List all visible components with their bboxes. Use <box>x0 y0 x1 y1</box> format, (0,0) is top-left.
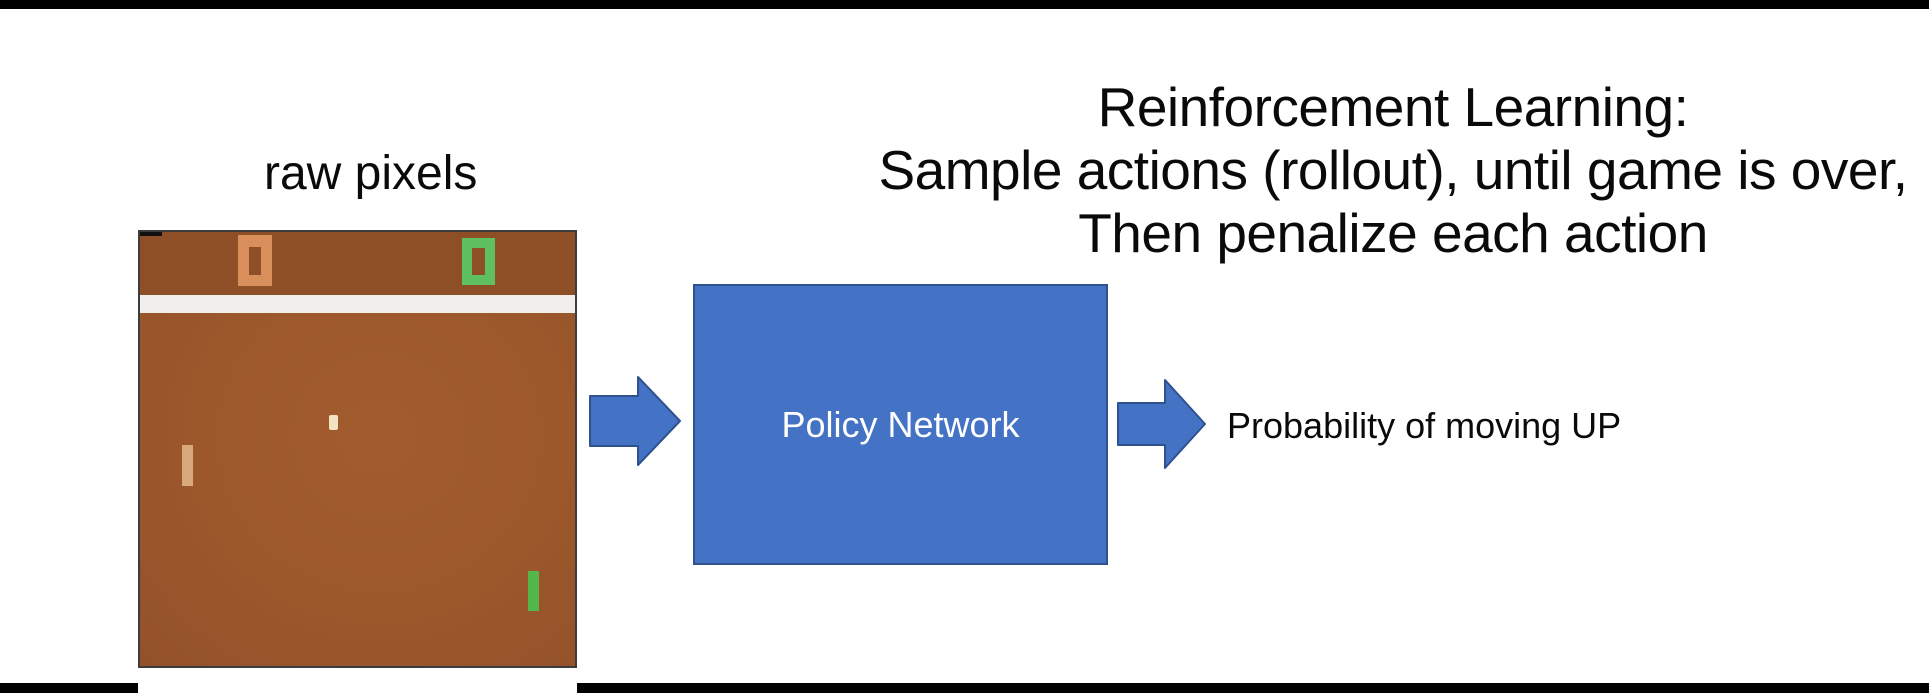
output-arrow-icon <box>1117 378 1207 475</box>
right-score-digit-hole <box>472 248 485 275</box>
raw-pixels-label: raw pixels <box>264 147 478 200</box>
game-white-divider-bar <box>140 295 575 313</box>
top-edge-bar <box>0 0 1929 9</box>
left-score-digit <box>238 235 272 286</box>
title-line-3: Then penalize each action <box>1078 202 1708 264</box>
left-paddle <box>182 445 193 486</box>
probability-output-label: Probability of moving UP <box>1227 405 1622 446</box>
right-paddle <box>528 571 539 611</box>
right-score-digit <box>462 238 495 285</box>
pong-game-screenshot <box>138 230 577 668</box>
title-block: Reinforcement Learning: Sample actions (… <box>813 76 1929 265</box>
game-corner-mark <box>140 232 162 236</box>
ball <box>329 415 338 430</box>
title-line-1: Reinforcement Learning: <box>1097 76 1689 138</box>
left-score-digit-hole <box>249 247 261 275</box>
game-play-area <box>140 313 575 666</box>
title-line-2: Sample actions (rollout), until game is … <box>878 139 1908 201</box>
bottom-edge-bar-gap <box>138 668 577 693</box>
policy-network-box: Policy Network <box>693 284 1108 565</box>
input-arrow-icon <box>589 375 682 472</box>
bottom-edge-bar <box>0 683 1929 693</box>
game-score-band <box>140 232 575 295</box>
policy-network-label: Policy Network <box>781 403 1020 445</box>
